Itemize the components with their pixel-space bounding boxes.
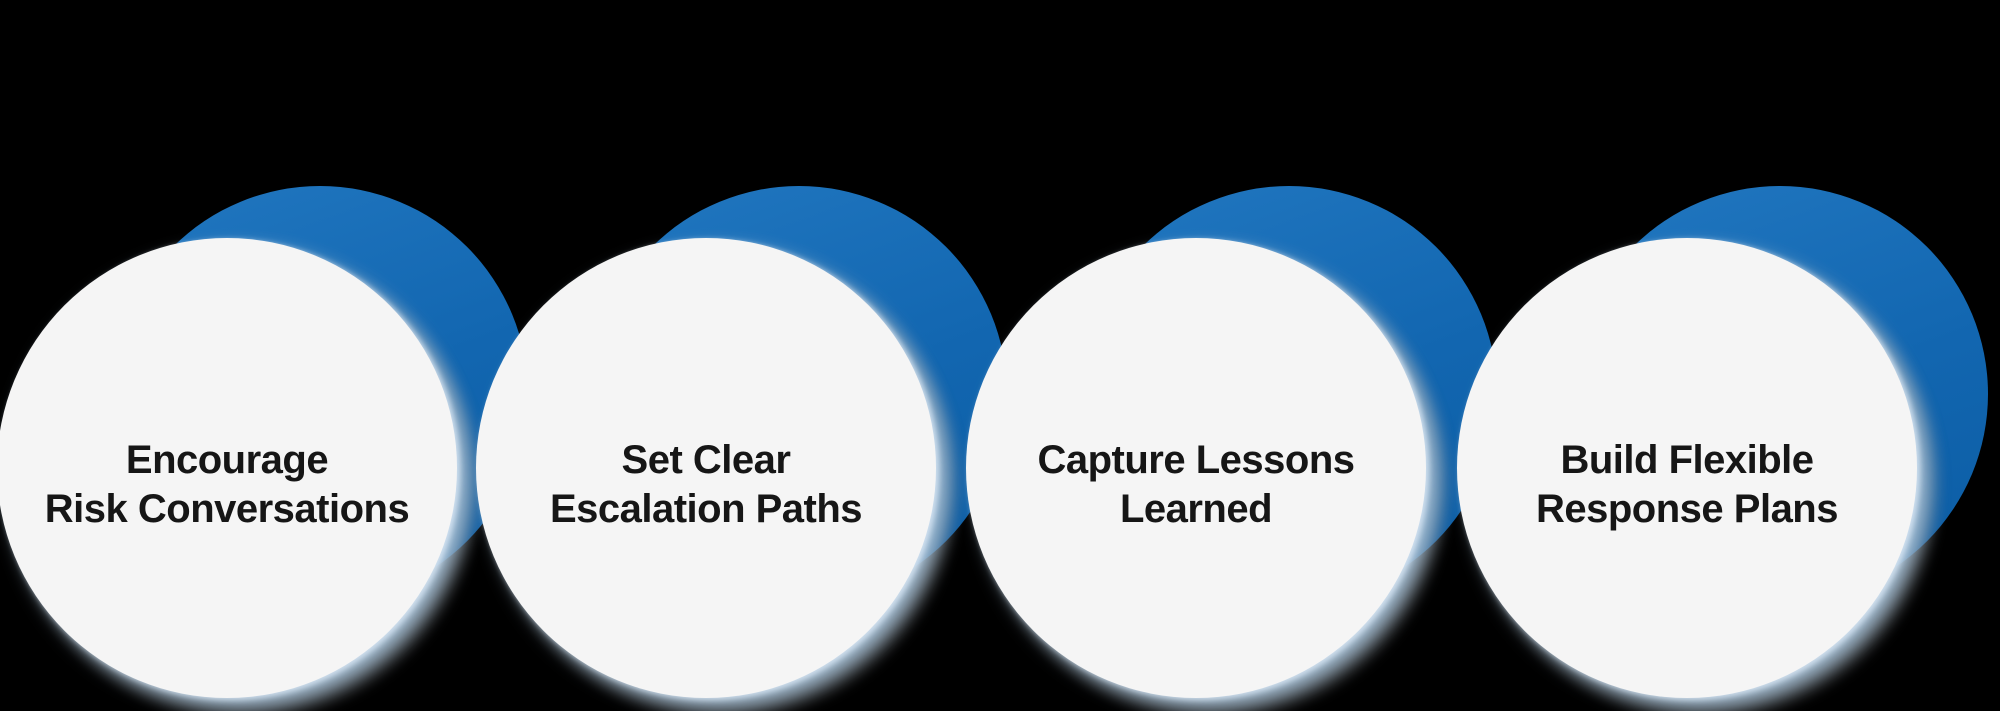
step-group-2: Set Clear Escalation Paths <box>456 0 1007 711</box>
bubble-circle <box>476 238 936 698</box>
step-label-line1: Set Clear <box>621 438 791 482</box>
step-label-line2: Response Plans <box>1535 487 1839 531</box>
step-group-3: Capture Lessons Learned <box>946 0 1497 711</box>
step-label-line1: Build Flexible <box>1560 438 1814 482</box>
step-label-line2: Risk Conversations <box>44 487 410 531</box>
step-label-line2: Escalation Paths <box>549 487 863 531</box>
step-label: Encourage Risk Conversations <box>0 425 477 545</box>
bubble-circle <box>966 238 1426 698</box>
step-group-1: Encourage Risk Conversations <box>0 0 528 711</box>
step-label-line2: Learned <box>1119 487 1273 531</box>
step-label: Capture Lessons Learned <box>946 425 1446 545</box>
step-label-line1: Encourage <box>125 438 329 482</box>
step-label: Set Clear Escalation Paths <box>456 425 956 545</box>
bubble-circle <box>0 238 457 698</box>
bubble-circle <box>1457 238 1917 698</box>
step-label-line1: Capture Lessons <box>1037 438 1355 482</box>
step-label: Build Flexible Response Plans <box>1437 425 1937 545</box>
step-group-4: Build Flexible Response Plans <box>1437 0 1988 711</box>
